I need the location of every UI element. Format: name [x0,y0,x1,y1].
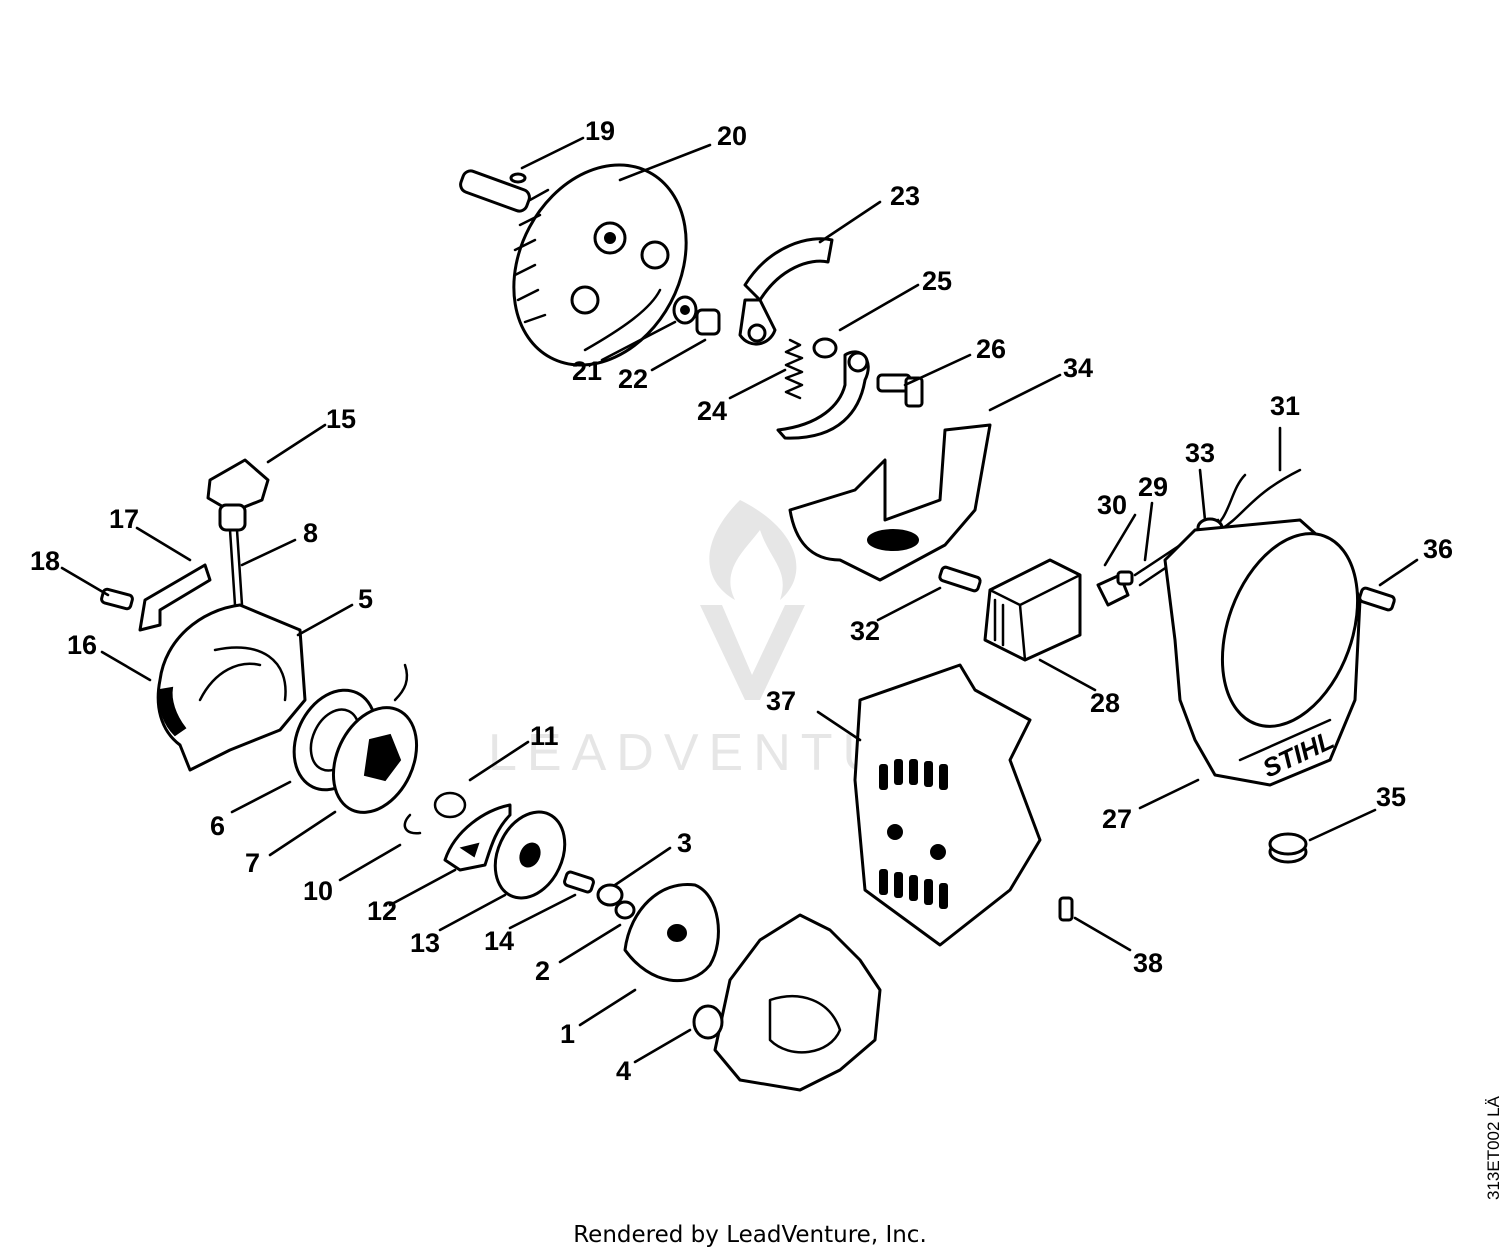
callout-37: 37 [766,686,796,716]
shroud-part [853,663,1042,947]
shoulder-screw-part [876,373,924,408]
callout-32: 32 [850,616,880,646]
callout-16: 16 [67,630,97,660]
callout-29: 29 [1138,472,1168,502]
flywheel-part [512,163,688,367]
starter-cup-part [623,882,720,982]
callout-17: 17 [109,504,139,534]
spring-ring-part [433,791,467,819]
drawing-code: 313ET002 LÄ [1484,1096,1500,1200]
washer-large-part [493,810,567,900]
callout-13: 13 [410,928,440,958]
air-guide-part [788,423,992,582]
callout-35: 35 [1376,782,1406,812]
callout-27: 27 [1102,804,1132,834]
footer-credit: Rendered by LeadVenture, Inc. [573,1222,927,1248]
starter-grip-part [206,458,270,532]
callout-20: 20 [717,121,747,151]
callout-5: 5 [358,584,373,614]
callout-30: 30 [1097,490,1127,520]
callout-34: 34 [1063,353,1093,383]
callout-6: 6 [210,811,225,841]
callout-23: 23 [890,181,920,211]
clutch-shoe-lower-part [776,350,870,440]
starter-rope-part [228,528,244,607]
clutch-shoe-part [738,237,834,346]
callout-2: 2 [535,956,550,986]
shroud-screw-part [1058,896,1074,922]
callout-8: 8 [303,518,318,548]
shroud-slots [879,759,948,909]
rope-rotor-part [331,663,419,814]
rubber-buffer-part [1268,832,1308,864]
clutch-spring-part [784,338,804,400]
fan-housing-part: STIHL [1163,518,1362,787]
washer-and-nut-parts [672,295,721,336]
callout-18: 18 [30,546,60,576]
callout-4: 4 [616,1056,631,1086]
callout-10: 10 [303,876,333,906]
clutch-washer-part [812,337,838,359]
callout-24: 24 [697,396,727,426]
leader-lines [60,136,1419,1064]
guard-bracket-part [138,563,212,632]
starter-screw-part [563,870,595,894]
callout-21: 21 [572,356,602,386]
pawl-part [443,803,512,872]
callout-33: 33 [1185,438,1215,468]
callout-7: 7 [245,848,260,878]
ignition-module-part [983,558,1082,662]
callout-11: 11 [530,721,559,751]
callout-15: 15 [326,404,356,434]
crankcase-part [713,913,882,1092]
starter-nut-part [596,883,636,920]
spring-clip-part [403,813,422,835]
spark-plug-boot-part [1096,570,1134,607]
callout-labels: 1 2 3 4 5 6 7 8 10 11 12 13 14 15 16 17 … [30,116,1453,1086]
module-screw-part [938,565,982,593]
callout-12: 12 [367,896,397,926]
callout-3: 3 [677,828,692,858]
callout-36: 36 [1423,534,1453,564]
starter-housing-part [156,603,307,772]
callout-14: 14 [484,926,514,956]
bracket-screw-part [100,587,134,611]
callout-22: 22 [618,364,648,394]
callout-38: 38 [1133,948,1163,978]
callout-26: 26 [976,334,1006,364]
callout-19: 19 [585,116,615,146]
callout-31: 31 [1270,391,1300,421]
callout-1: 1 [560,1019,575,1049]
housing-screw-part [1358,586,1396,612]
callout-28: 28 [1090,688,1120,718]
flywheel-key-part [459,169,531,213]
callout-25: 25 [922,266,952,296]
plug-part [692,1004,724,1040]
